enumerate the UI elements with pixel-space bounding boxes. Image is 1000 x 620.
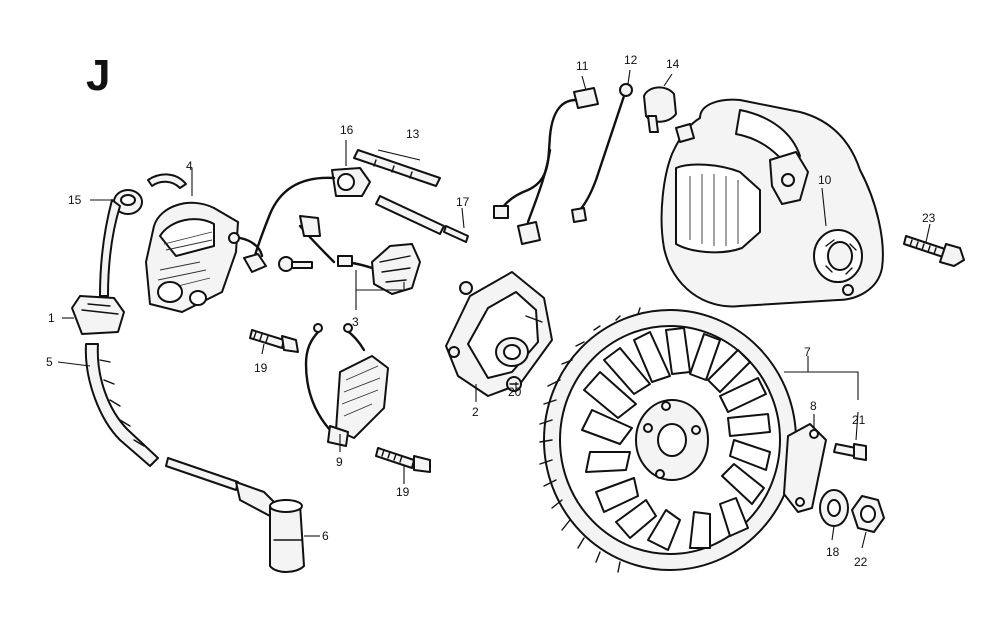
part-8-plate [783, 423, 827, 513]
callout-2: 2 [472, 405, 479, 419]
part-9-exciter-coil [304, 323, 389, 447]
callout-7: 7 [804, 345, 811, 359]
callout-12: 12 [624, 53, 638, 67]
callout-8: 8 [810, 399, 817, 413]
callout-labels: 1 2 3 4 5 6 7 8 9 10 11 12 13 14 15 16 1… [46, 53, 936, 569]
part-4-ignition-coil [145, 201, 240, 313]
callout-1: 1 [48, 311, 55, 325]
part-19-bolt-lower [375, 447, 431, 473]
callout-19-lower: 19 [396, 485, 410, 499]
callout-18: 18 [826, 545, 840, 559]
callout-23: 23 [922, 211, 936, 225]
leader-lines [57, 69, 931, 549]
callout-3: 3 [352, 315, 359, 329]
hose [99, 173, 187, 297]
callout-5: 5 [46, 355, 53, 369]
wire-harness [238, 176, 336, 273]
part-21-bolt [833, 443, 867, 461]
callout-11: 11 [576, 59, 589, 73]
callout-9: 9 [336, 455, 343, 469]
part-2-cover [445, 271, 553, 397]
part-18-washer [819, 489, 849, 527]
part-3-connector [337, 243, 421, 295]
callout-17: 17 [456, 195, 470, 209]
part-15-clamp [113, 189, 143, 215]
part-16-switch [331, 167, 371, 197]
part-11-lead-wire [493, 87, 599, 245]
callout-20: 20 [508, 385, 522, 399]
part-13-wire-tube [353, 149, 441, 187]
part-19-bolt-upper [249, 329, 299, 353]
part-14-clamp [643, 86, 677, 133]
part-22-nut [851, 495, 885, 533]
part-1-cap [71, 295, 125, 335]
part-23-bolt [903, 235, 965, 267]
callout-22: 22 [854, 555, 868, 569]
callout-14: 14 [666, 57, 680, 71]
part-17-tube [375, 195, 469, 243]
callout-21: 21 [852, 413, 866, 427]
part-10-starter-motor [660, 98, 884, 308]
part-20-screw [506, 376, 522, 392]
part-12-ground-cable [571, 83, 633, 223]
section-letter: J [86, 51, 110, 100]
part-6-plug-cap [235, 481, 305, 573]
callout-16: 16 [340, 123, 354, 137]
callout-15: 15 [68, 193, 82, 207]
callout-6: 6 [322, 529, 329, 543]
part-7-flywheel [539, 307, 797, 573]
part-5-ignition-cable [84, 343, 239, 491]
callout-4: 4 [186, 159, 193, 173]
callout-19-upper: 19 [254, 361, 268, 375]
callout-10: 10 [818, 173, 832, 187]
callout-13: 13 [406, 127, 420, 141]
